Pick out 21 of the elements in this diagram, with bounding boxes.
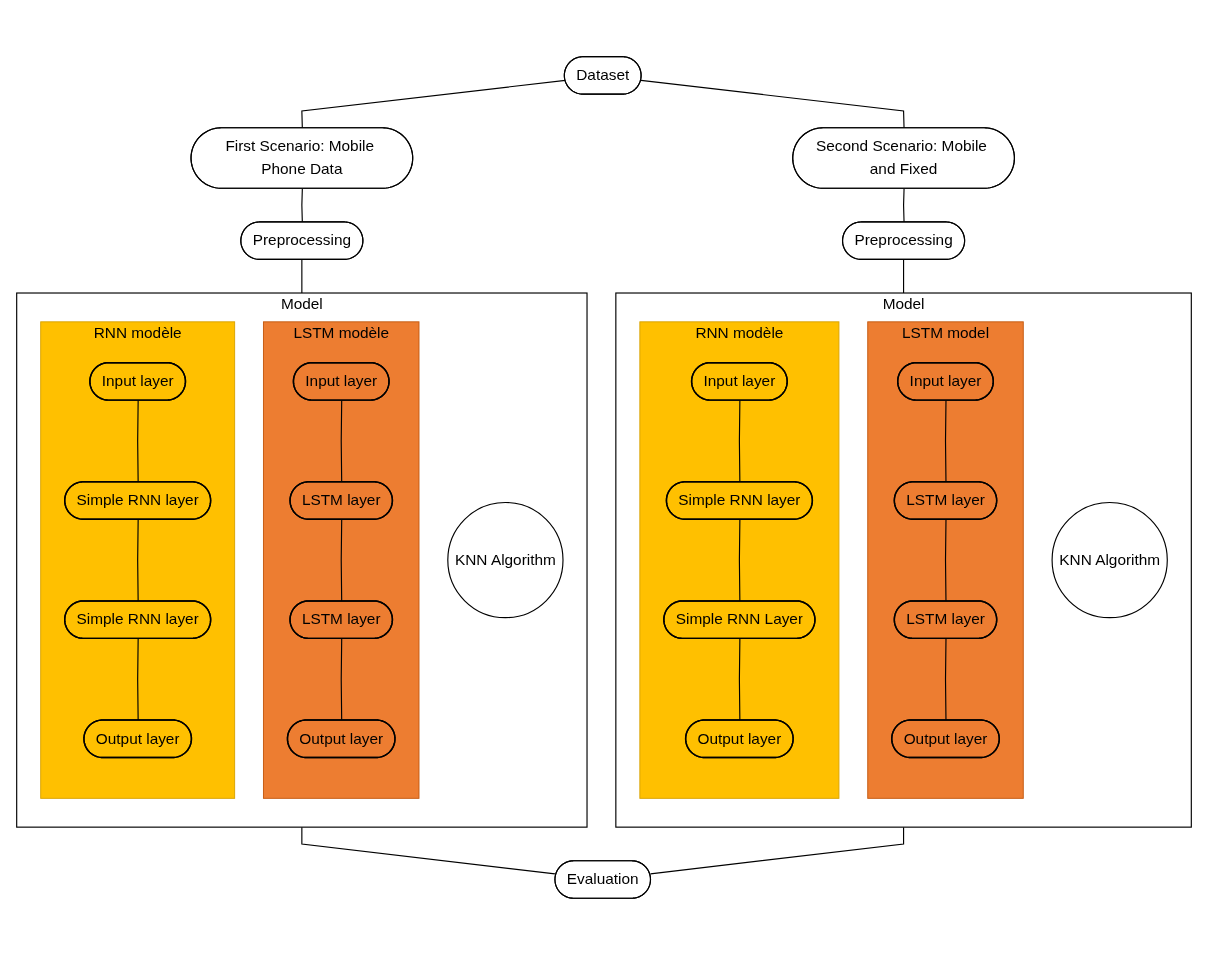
connector	[639, 79, 905, 129]
connector	[944, 638, 947, 722]
connector	[340, 400, 342, 483]
connector	[944, 400, 947, 483]
connector	[300, 258, 302, 294]
connector	[136, 519, 139, 602]
connector	[649, 826, 904, 875]
connector	[136, 638, 139, 722]
connector	[136, 400, 139, 483]
connector	[300, 826, 556, 875]
connector	[300, 188, 303, 223]
node-circle: KNN Algorithm	[446, 501, 564, 619]
connector	[902, 258, 904, 294]
connector	[944, 519, 947, 602]
connector	[340, 519, 342, 602]
connector	[738, 519, 740, 602]
connector	[340, 638, 342, 722]
connector	[738, 400, 740, 483]
node-circle: KNN Algorithm	[1051, 501, 1168, 619]
connector	[738, 638, 740, 722]
connector	[902, 188, 905, 223]
